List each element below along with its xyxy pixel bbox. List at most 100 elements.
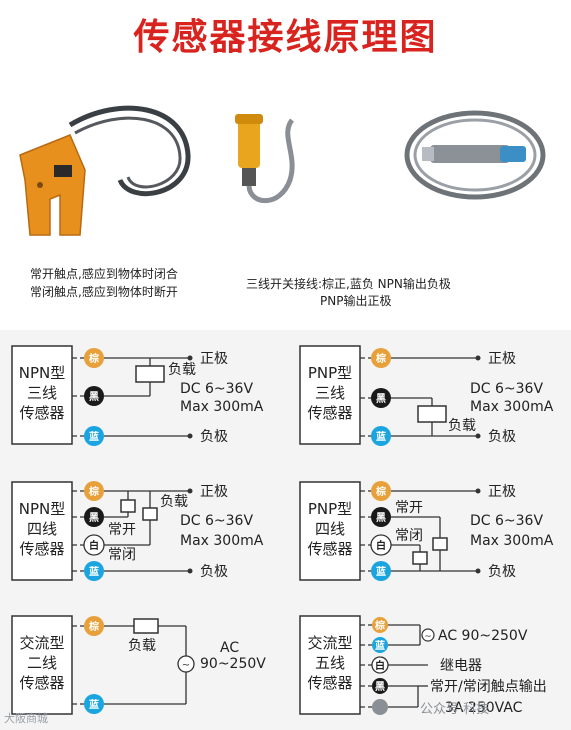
label-labels-max: Max 300mA [470, 399, 554, 415]
label-labels-load: 负载 [160, 494, 188, 510]
circle-shape [475, 433, 481, 439]
label-labels-blue: 蓝 [89, 430, 99, 443]
path-shape [74, 116, 182, 189]
npn4-black-terminal [84, 507, 104, 527]
label-boxes-npn4-0: NPN型 [19, 500, 66, 518]
ac5-blue-terminal [372, 637, 388, 653]
npn3-line2: 三线 [27, 384, 57, 402]
label-labels-dc: DC 6~36V [180, 513, 253, 529]
circle-shape [421, 628, 435, 642]
label-boxes-pnp4-1: 四线 [315, 520, 345, 538]
page-title: 传感器接线原理图 [133, 17, 438, 58]
label-labels-dc: DC 6~36V [470, 381, 543, 397]
proximity-sensor-photo [404, 110, 546, 200]
npn3-load-coil [135, 365, 165, 383]
label-labels-blue: 蓝 [89, 565, 99, 578]
rect-shape [430, 145, 510, 163]
caption-left-2: 常闭触点,感应到物体时断开 [30, 285, 178, 299]
caption-left-1: 常开触点,感应到物体时闭合 [30, 267, 178, 281]
npn3-brown-terminal [84, 348, 104, 368]
label-labels-ac_label: AC [220, 640, 239, 656]
label-boxes-ac5-1: 五线 [315, 654, 345, 672]
npn4-brown-terminal [84, 481, 104, 501]
label-boxes-pnp4-0: PNP型 [308, 500, 352, 518]
label-labels-black: 黑 [375, 681, 385, 693]
watermark-left: 大阪商城 [4, 712, 48, 725]
label-boxes-pnp4-2: 传感器 [307, 540, 352, 558]
label-labels-pos: 正极 [200, 484, 228, 500]
caption-right-1: 三线开关接线:棕正,蓝负 NPN输出负极 [246, 277, 451, 291]
photoelectric-sensor-photo [235, 114, 295, 204]
label-labels-blue: 蓝 [89, 698, 99, 711]
ac2-load [133, 618, 159, 634]
label-labels-rating: 3A 250VAC [445, 700, 523, 716]
npn3-black-terminal [84, 386, 104, 406]
text-shape: ~ [182, 660, 190, 671]
label-labels-black: 黑 [89, 391, 99, 403]
label-labels-load: 负载 [128, 638, 156, 654]
label-labels-no: 常开 [395, 500, 423, 516]
label-boxes-ac5-0: 交流型 [307, 634, 352, 652]
label-boxes-pnp3-2: 传感器 [307, 404, 352, 422]
rect-shape [120, 499, 136, 513]
label-labels-white: 白 [89, 539, 99, 552]
label-boxes-pnp3-0: PNP型 [308, 364, 352, 382]
ellipse-shape [413, 118, 537, 192]
label-labels-neg: 负极 [488, 429, 516, 445]
npn4-box [11, 481, 73, 581]
rect-shape [412, 551, 428, 565]
npn3-box [11, 345, 73, 445]
circle-shape [475, 488, 481, 494]
circle-shape [187, 433, 193, 439]
label-labels-nc: 常闭 [395, 528, 423, 544]
rect-shape [422, 147, 434, 161]
label-labels-brown: 棕 [88, 485, 99, 498]
label-labels-brown: 棕 [375, 352, 386, 365]
rect-shape [142, 507, 158, 521]
label-labels-neg: 负极 [488, 564, 516, 580]
ac2-blue-terminal [84, 694, 104, 714]
label-labels-no: 常开 [108, 522, 136, 538]
rect-shape [500, 146, 526, 162]
ellipse-shape [404, 110, 546, 200]
caption-right-2: PNP输出正极 [320, 294, 392, 308]
label-labels-black: 黑 [376, 393, 386, 405]
label-labels-white: 白 [375, 659, 385, 672]
ac5-black-terminal [372, 678, 388, 694]
rect-shape [238, 118, 260, 168]
pnp3-brown-terminal [371, 348, 391, 368]
pnp4-blue-terminal [371, 561, 391, 581]
circle-shape [187, 488, 193, 494]
circle-shape [475, 355, 481, 361]
label-labels-ac_full: AC 90~250V [438, 628, 528, 644]
npn3-blue-terminal [84, 426, 104, 446]
ac2-brown-terminal [84, 616, 104, 636]
pnp3-load-coil [417, 405, 447, 423]
label-labels-dc: DC 6~36V [180, 381, 253, 397]
label-labels-white: 白 [376, 539, 386, 552]
label-boxes-ac2-0: 交流型 [19, 634, 64, 652]
npn3-line3: 传感器 [19, 404, 64, 422]
label-labels-neg: 负极 [200, 564, 228, 580]
label-labels-pos: 正极 [200, 351, 228, 367]
label-labels-dc: DC 6~36V [470, 513, 543, 529]
ac2-box [11, 615, 73, 715]
label-boxes-ac5-2: 传感器 [307, 674, 352, 692]
rect-shape [235, 114, 263, 124]
text-shape: ~ [424, 632, 432, 642]
label-boxes-npn4-1: 四线 [27, 520, 57, 538]
pnp4-brown-terminal [371, 481, 391, 501]
label-labels-nc: 常闭 [108, 547, 136, 563]
label-labels-blue: 蓝 [376, 430, 386, 443]
rect-shape [54, 165, 72, 177]
label-boxes-pnp3-1: 三线 [315, 384, 345, 402]
label-labels-relay: 继电器 [440, 658, 482, 674]
label-labels-brown: 棕 [375, 485, 386, 498]
pnp3-box [299, 345, 361, 445]
rect-shape [242, 168, 256, 186]
label-boxes-ac2-2: 传感器 [19, 674, 64, 692]
path-shape [68, 105, 191, 197]
label-labels-black: 黑 [89, 512, 99, 524]
npn3-line1: NPN型 [19, 364, 66, 382]
